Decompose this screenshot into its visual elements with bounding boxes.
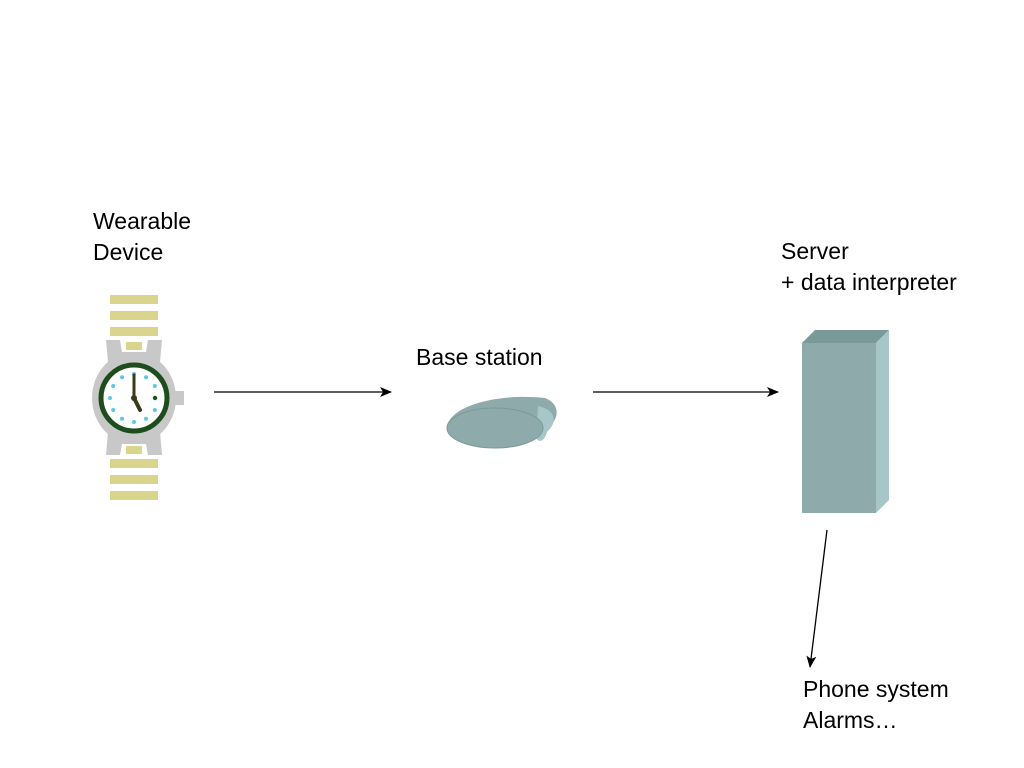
base-station-label: Base station	[416, 342, 543, 373]
dial-dot	[111, 384, 116, 388]
dial-dot	[144, 416, 148, 421]
base-station-label-line-1: Base station	[416, 344, 543, 370]
wearable-label-line-1: Wearable	[93, 208, 192, 234]
server-label-line-1: Server	[781, 238, 849, 264]
dial-dot	[152, 408, 157, 412]
dial-dot	[120, 416, 124, 421]
base-station-icon	[446, 396, 557, 449]
dial-dot	[152, 384, 157, 388]
server-icon	[802, 330, 889, 513]
outputs-label-line-2: Alarms…	[803, 707, 898, 733]
dial-dot	[132, 420, 136, 424]
wearable-device-label: Wearable Device	[93, 206, 191, 268]
server-label: Server + data interpreter	[781, 236, 957, 298]
dial-dot	[144, 375, 148, 380]
watch-icon	[92, 295, 184, 500]
outputs-label: Phone system Alarms…	[803, 674, 949, 736]
wearable-label-line-2: Device	[93, 239, 164, 265]
server-label-line-2: + data interpreter	[781, 269, 957, 295]
arrow-server-to-outputs	[806, 529, 828, 668]
outputs-label-line-1: Phone system	[803, 676, 949, 702]
dial-dot	[120, 375, 124, 380]
dial-dot	[111, 408, 116, 412]
dial-dot	[108, 396, 112, 400]
